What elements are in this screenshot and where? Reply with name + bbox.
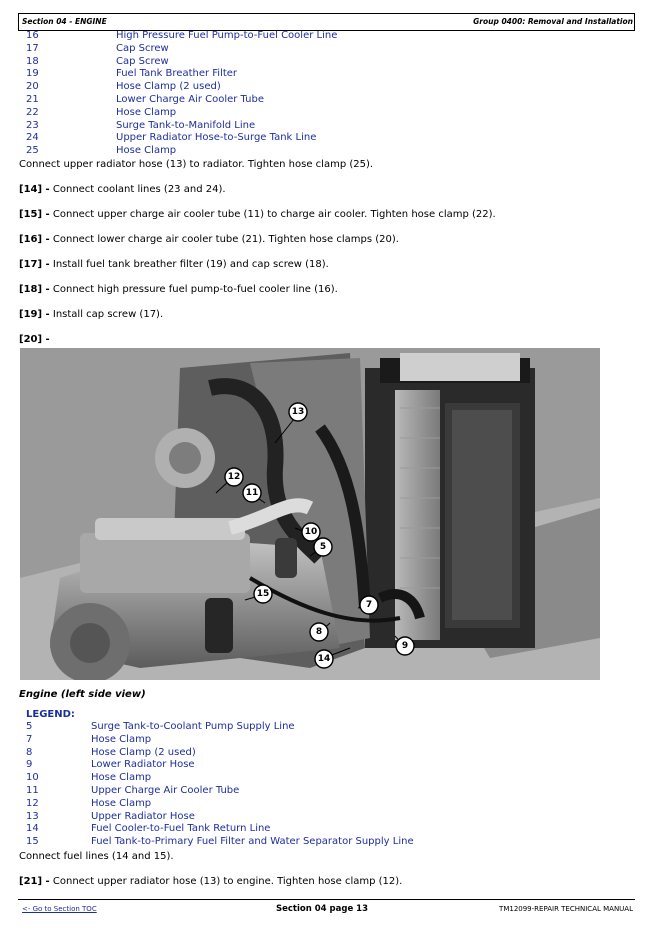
svg-text:14: 14 xyxy=(318,654,331,664)
svg-text:13: 13 xyxy=(292,407,305,417)
svg-text:7: 7 xyxy=(366,600,372,610)
step-19: [19] - Install cap screw (17). xyxy=(19,309,164,320)
svg-text:8: 8 xyxy=(316,627,322,637)
callout-8: 8 xyxy=(309,622,329,642)
callout-15: 15 xyxy=(253,584,273,604)
step-17: [17] - Install fuel tank breather filter… xyxy=(19,259,329,270)
engine-figure: 13 12 11 10 5 15 7 8 9 14 xyxy=(20,348,600,680)
step-15: [15] - Connect upper charge air cooler t… xyxy=(19,209,496,220)
group-title: Group 0400: Removal and Installation xyxy=(473,17,633,26)
callout-13: 13 xyxy=(288,402,308,422)
svg-text:9: 9 xyxy=(402,641,408,651)
header-bar-left xyxy=(18,14,19,30)
callout-10: 10 xyxy=(301,522,321,542)
svg-text:15: 15 xyxy=(257,589,270,599)
instruction-intro: Connect upper radiator hose (13) to radi… xyxy=(19,159,374,170)
step-16: [16] - Connect lower charge air cooler t… xyxy=(19,234,399,245)
svg-text:11: 11 xyxy=(246,488,259,498)
svg-text:10: 10 xyxy=(305,527,318,537)
section-title: Section 04 - ENGINE xyxy=(22,17,107,26)
callout-9: 9 xyxy=(395,636,415,656)
engine-illustration: 13 12 11 10 5 15 7 8 9 14 xyxy=(20,348,600,680)
svg-text:5: 5 xyxy=(320,542,326,552)
section-toc-link[interactable]: <- Go to Section TOC xyxy=(22,905,97,913)
step-20: [20] - xyxy=(19,334,50,345)
step-14: [14] - Connect coolant lines (23 and 24)… xyxy=(19,184,226,195)
figure-caption: Engine (left side view) xyxy=(19,689,146,700)
page-number: Section 04 page 13 xyxy=(276,904,368,914)
callout-14: 14 xyxy=(314,649,334,669)
step-18: [18] - Connect high pressure fuel pump-t… xyxy=(19,284,338,295)
callout-7: 7 xyxy=(359,595,379,615)
header-bar-right xyxy=(634,14,635,30)
legend-title: LEGEND: xyxy=(26,709,75,720)
page-footer: <- Go to Section TOC Section 04 page 13 … xyxy=(18,899,635,918)
closing-intro: Connect fuel lines (14 and 15). xyxy=(19,851,174,862)
callout-5: 5 xyxy=(313,537,333,557)
step-21: [21] - Connect upper radiator hose (13) … xyxy=(19,876,403,887)
page-header: Section 04 - ENGINE Group 0400: Removal … xyxy=(18,13,635,31)
svg-text:12: 12 xyxy=(228,472,241,482)
callout-12: 12 xyxy=(224,467,244,487)
callout-11: 11 xyxy=(242,483,262,503)
manual-title: TM12099-REPAIR TECHNICAL MANUAL xyxy=(499,905,633,913)
